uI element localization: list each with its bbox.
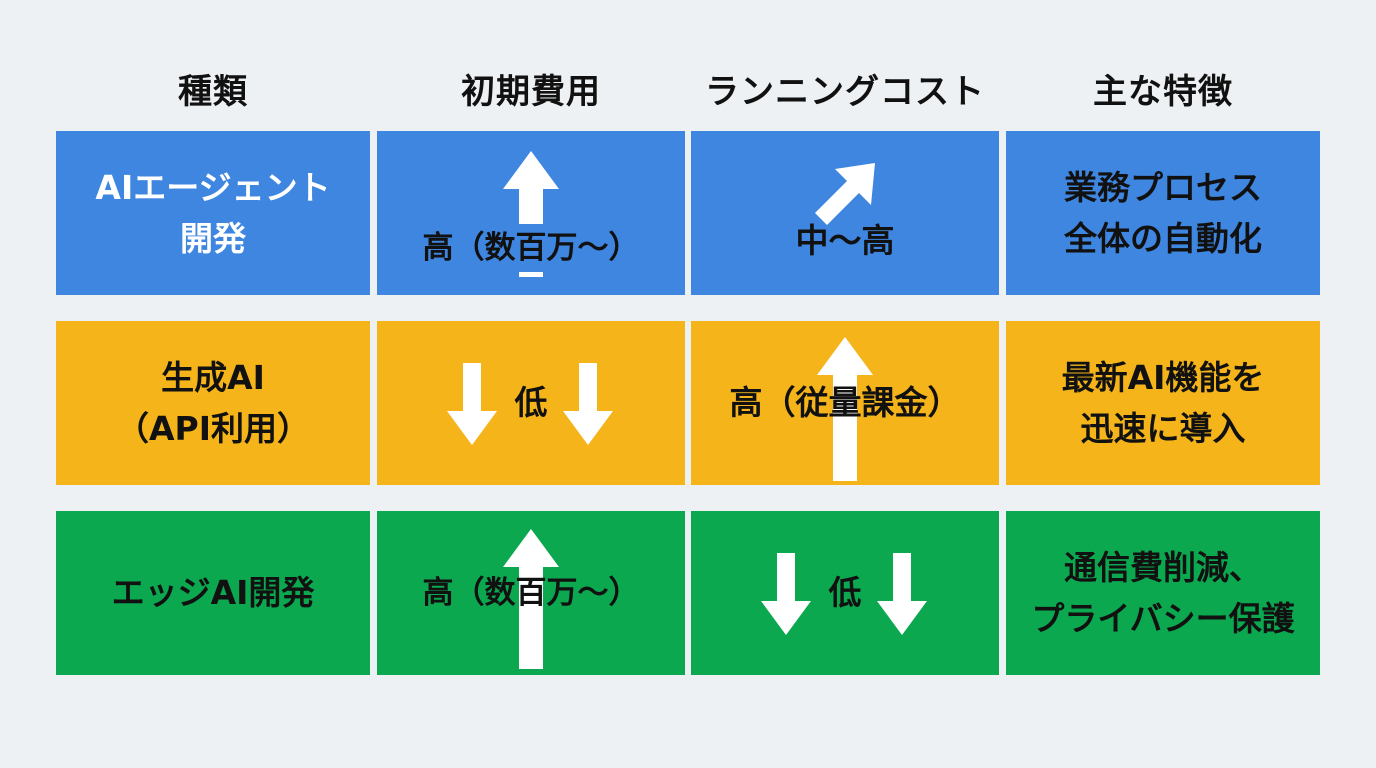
arrow-up-right-icon — [815, 163, 875, 225]
header-initial-cost: 初期費用 — [461, 71, 601, 112]
row3-type-label: エッジAI開発 — [111, 573, 315, 613]
row2-feature-label: 最新AI機能を 迅速に導入 — [1061, 357, 1265, 448]
arrow-down-icon — [761, 553, 811, 635]
arrow-up-icon — [817, 337, 873, 481]
arrow-down-icon — [447, 363, 497, 445]
row1-type-label: AIエージェント 開発 — [95, 167, 331, 258]
header-running-cost: ランニングコスト — [705, 71, 985, 112]
header-type: 種類 — [178, 71, 248, 112]
row2-initial-cost-cell: 低 — [377, 321, 685, 485]
row1-feature-cell: 業務プロセス 全体の自動化 — [1006, 131, 1320, 295]
row1-running-cost-cell: 中〜高 — [691, 131, 999, 295]
arrow-down-icon — [563, 363, 613, 445]
row3-type-cell: エッジAI開発 — [56, 511, 370, 675]
row2-running-cost-cell: 高（従量課金） — [691, 321, 999, 485]
row3-feature-label: 通信費削減、 プライバシー保護 — [1031, 547, 1295, 638]
row2-running-cost-label: 高（従量課金） — [729, 383, 961, 423]
row3-initial-cost-cell: 高（数百万〜） — [377, 511, 685, 675]
row3-running-cost-label: 低 — [828, 573, 862, 613]
row1-initial-cost-cell: 高（数百万〜） — [377, 131, 685, 295]
row2-type-cell: 生成AI （API利用） — [56, 321, 370, 485]
row2-initial-cost-label: 低 — [514, 383, 548, 423]
header-features: 主な特徴 — [1093, 71, 1233, 112]
row2-feature-cell: 最新AI機能を 迅速に導入 — [1006, 321, 1320, 485]
row1-type-cell: AIエージェント 開発 — [56, 131, 370, 295]
row3-running-cost-cell: 低 — [691, 511, 999, 675]
row2-type-label: 生成AI （API利用） — [115, 357, 310, 448]
row3-feature-cell: 通信費削減、 プライバシー保護 — [1006, 511, 1320, 675]
arrow-down-icon — [877, 553, 927, 635]
row1-feature-label: 業務プロセス 全体の自動化 — [1064, 167, 1262, 258]
arrow-up-icon — [503, 151, 559, 277]
row1-initial-cost-label: 高（数百万〜） — [418, 223, 644, 273]
row3-initial-cost-label: 高（数百万〜） — [422, 574, 640, 611]
arrow-up-icon — [503, 529, 559, 669]
row1-running-cost-label: 中〜高 — [795, 221, 895, 261]
